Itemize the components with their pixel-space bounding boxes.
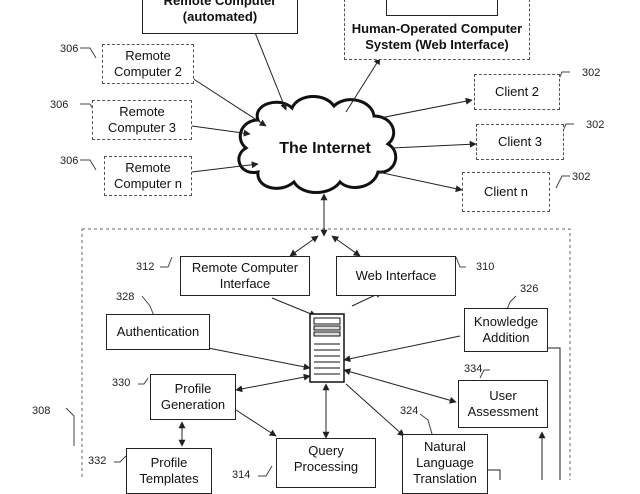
- client-n: Client n: [462, 172, 550, 212]
- system-boundary: [81, 228, 571, 480]
- ref-306-a: 306: [60, 43, 79, 55]
- ref-326: 326: [520, 283, 539, 295]
- natural-language-translation-box: Natural Language Translation: [402, 434, 488, 494]
- remote-computer-interface: Remote Computer Interface: [180, 256, 310, 296]
- profile-generation-box: Profile Generation: [150, 374, 236, 420]
- authentication-box: Authentication: [106, 314, 210, 350]
- remote-computer-2: Remote Computer 2: [102, 44, 194, 84]
- diagram-canvas: [65, 19, 574, 480]
- ref-324: 324: [400, 405, 419, 417]
- user-assessment-box: User Assessment: [458, 380, 548, 428]
- ref-328: 328: [116, 291, 135, 303]
- knowledge-addition-box: Knowledge Addition: [464, 308, 548, 352]
- profile-templates-box: Profile Templates: [126, 448, 212, 494]
- query-processing-box: Query Processing: [276, 438, 376, 488]
- internet-label: The Internet: [279, 140, 371, 157]
- ref-308: 308: [32, 405, 51, 417]
- ref-302-c: 302: [572, 171, 591, 183]
- ref-306-c: 306: [60, 155, 79, 167]
- client-2: Client 2: [474, 74, 560, 110]
- server-icon: [309, 313, 345, 383]
- ref-302-b: 302: [586, 119, 605, 131]
- ref-312: 312: [136, 261, 155, 273]
- remote-computer-3: Remote Computer 3: [92, 100, 192, 140]
- remote-computer-n: Remote Computer n: [104, 156, 192, 196]
- ref-302-a: 302: [582, 67, 601, 79]
- ref-332: 332: [88, 455, 107, 467]
- ref-310: 310: [476, 261, 495, 273]
- web-interface: Web Interface: [336, 256, 456, 296]
- ref-306-b: 306: [50, 99, 69, 111]
- monitor-screen: [386, 0, 498, 16]
- client-3: Client 3: [476, 124, 564, 160]
- remote-computer-automated: Remote Computer (automated): [142, 0, 298, 34]
- ref-330: 330: [112, 377, 131, 389]
- ref-314: 314: [232, 469, 251, 481]
- ref-334: 334: [464, 363, 483, 375]
